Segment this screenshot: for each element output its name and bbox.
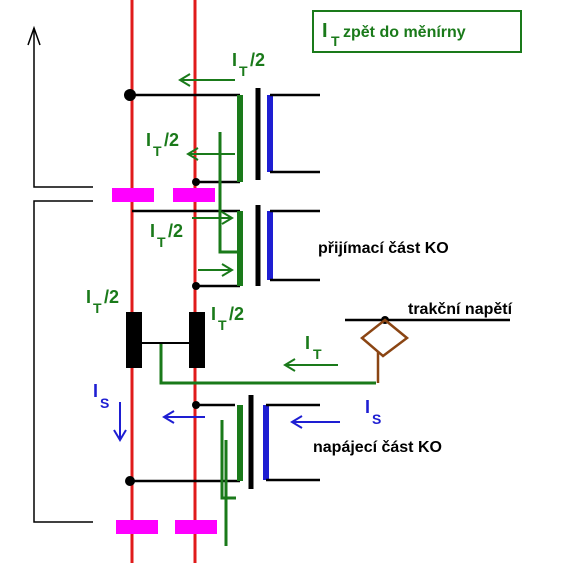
traction-current-path <box>159 344 376 385</box>
feeder-green-path <box>220 420 236 500</box>
traction-connection <box>345 316 510 383</box>
return-current-path <box>218 132 240 254</box>
insulator-top-right <box>173 188 215 202</box>
label-is-left: I S <box>93 381 109 411</box>
svg-text:I: I <box>211 304 216 324</box>
svg-text:I: I <box>322 20 328 42</box>
svg-text:T: T <box>239 63 248 79</box>
impedance-bond-right <box>189 312 205 368</box>
insulator-top-left <box>112 188 154 202</box>
label-is-right: I S <box>365 397 381 427</box>
svg-text:/2: /2 <box>229 304 244 324</box>
label-feeder: napájecí část KO <box>313 439 442 456</box>
svg-text:I: I <box>232 50 237 70</box>
feeder-transformer <box>125 395 320 489</box>
svg-text:T: T <box>93 300 102 316</box>
svg-text:S: S <box>100 395 109 411</box>
insulator-bottom-left <box>116 520 158 534</box>
label-receiver: přijímací část KO <box>318 240 449 257</box>
down-arrow-icon <box>113 402 127 442</box>
label-traction: trakční napětí <box>408 301 513 318</box>
legend-sub: T <box>331 33 340 49</box>
label-it-full: I T <box>305 333 322 362</box>
left-arrow-icon <box>162 410 205 424</box>
svg-text:I: I <box>150 221 155 241</box>
label-it-half-top: I T /2 <box>232 50 265 79</box>
svg-text:I: I <box>365 397 370 417</box>
svg-text:/2: /2 <box>104 287 119 307</box>
svg-text:T: T <box>313 346 322 362</box>
svg-text:T: T <box>157 234 166 250</box>
label-it-half-left: I T /2 <box>86 287 119 316</box>
label-it-half-low: I T /2 <box>150 221 183 250</box>
svg-text:I: I <box>93 381 98 401</box>
legend-letter: I <box>322 20 328 42</box>
receiver-transformer-top <box>124 88 320 186</box>
label-it-half-mid: I T /2 <box>146 130 179 159</box>
svg-text:/2: /2 <box>168 221 183 241</box>
svg-text:I: I <box>146 130 151 150</box>
svg-text:/2: /2 <box>250 50 265 70</box>
left-arrow-icon <box>290 415 340 429</box>
svg-text:zpět do měnírny: zpět do měnírny <box>343 24 466 41</box>
insulator-bottom-right <box>175 520 217 534</box>
receiver-transformer-bottom <box>132 205 320 290</box>
upper-return-bracket <box>27 25 93 188</box>
left-arrow-icon <box>186 147 235 161</box>
svg-text:S: S <box>372 411 381 427</box>
lower-return-bracket <box>33 200 93 523</box>
right-arrow-icon <box>192 211 234 225</box>
svg-text:T: T <box>331 33 340 49</box>
legend-text: zpět do měnírny <box>343 24 466 41</box>
left-arrow-icon <box>283 358 338 372</box>
svg-text:T: T <box>218 317 227 333</box>
svg-text:I: I <box>305 333 310 353</box>
impedance-bond-left <box>126 312 142 368</box>
legend-box: I T zpět do měnírny <box>312 10 522 53</box>
left-arrow-icon <box>178 73 235 87</box>
svg-text:/2: /2 <box>164 130 179 150</box>
svg-text:T: T <box>153 143 162 159</box>
up-arrow-icon <box>27 25 41 46</box>
label-it-half-right: I T /2 <box>211 304 244 333</box>
right-arrow-icon <box>198 263 234 277</box>
svg-text:I: I <box>86 287 91 307</box>
